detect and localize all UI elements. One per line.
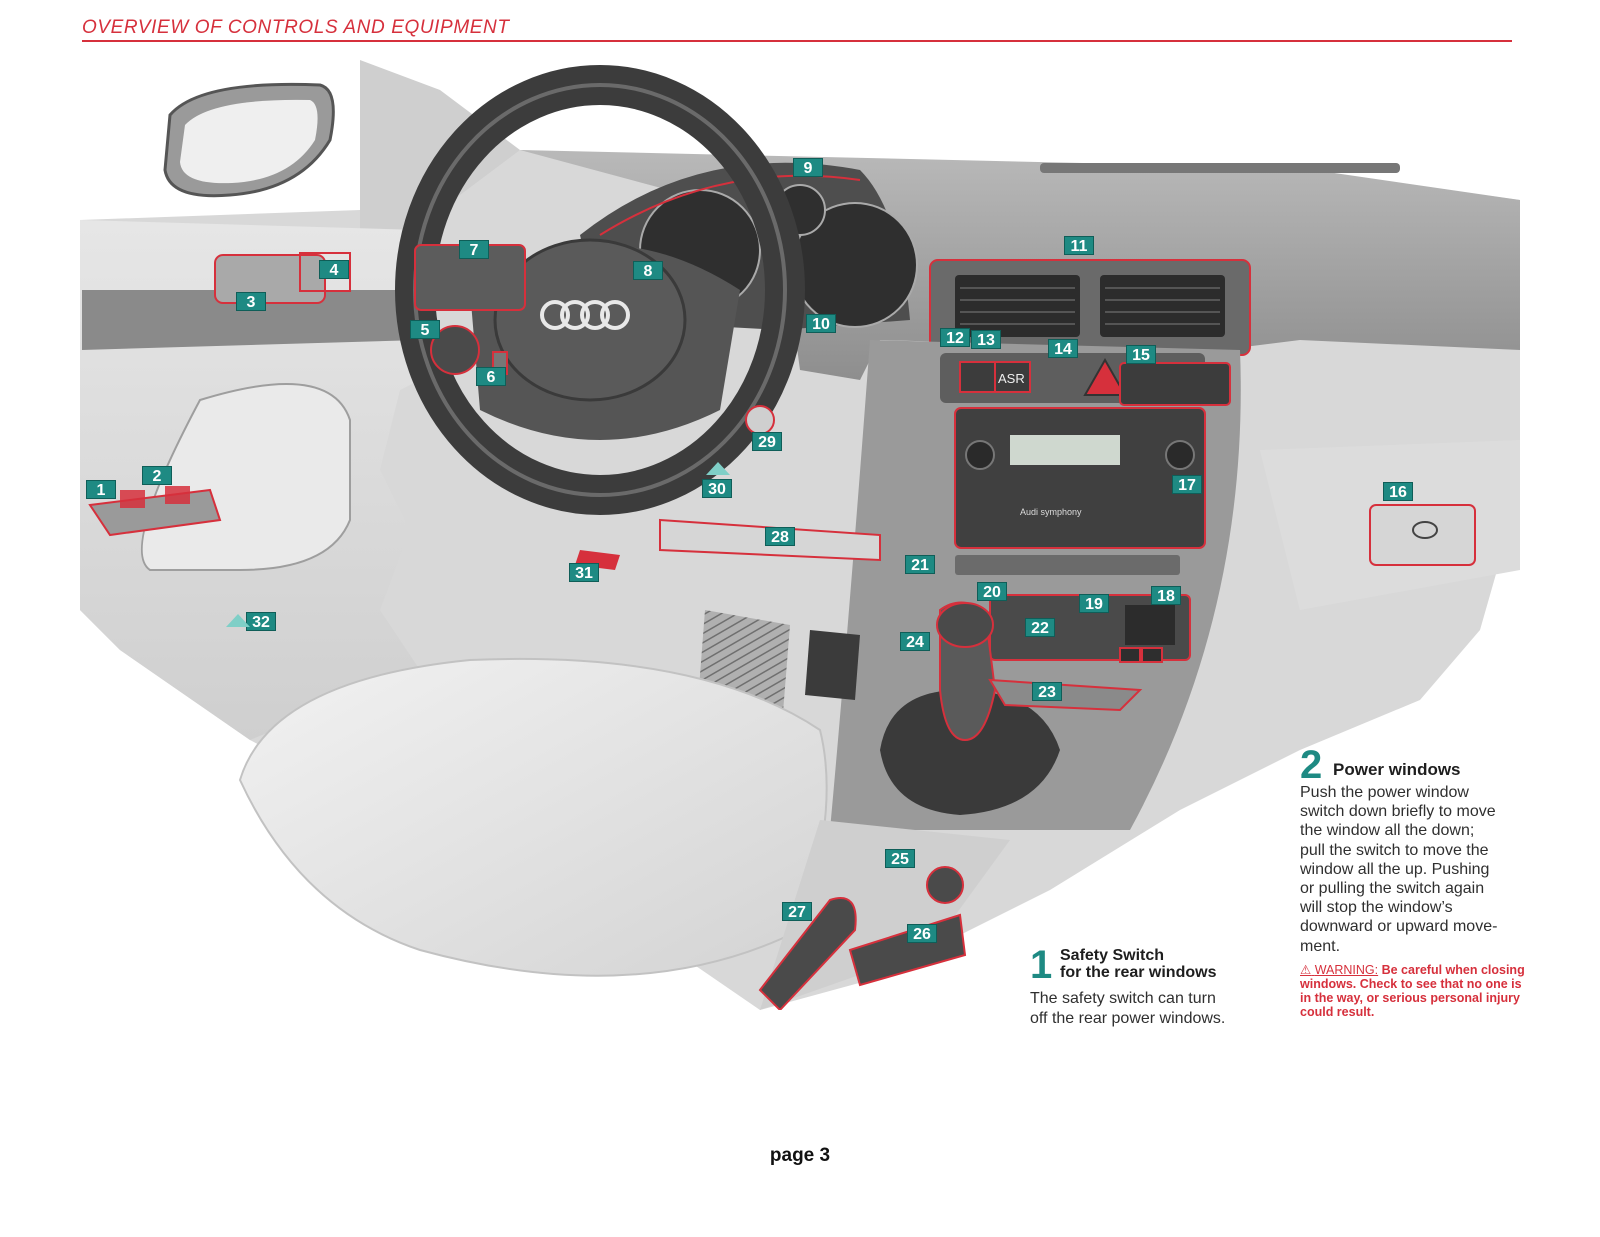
page-header: OVERVIEW OF CONTROLS AND EQUIPMENT (82, 16, 1512, 42)
callout-3: 3 (236, 292, 266, 311)
callout-6: 6 (476, 367, 506, 386)
pedal (805, 630, 860, 700)
callout-29: 29 (752, 432, 782, 451)
callout-10: 10 (806, 314, 836, 333)
callout-13: 13 (971, 330, 1001, 349)
callout-16: 16 (1383, 482, 1413, 501)
section-title: Power windows (1333, 760, 1461, 779)
callout-32: 32 (246, 612, 276, 631)
callout-26: 26 (907, 924, 937, 943)
callout-14: 14 (1048, 339, 1078, 358)
warning-label: WARNING: (1314, 963, 1379, 977)
callout-11: 11 (1064, 236, 1094, 255)
callout-8: 8 (633, 261, 663, 280)
glove-box-handle (1369, 504, 1476, 566)
radio (954, 407, 1206, 549)
callout-22: 22 (1025, 618, 1055, 637)
callout-5: 5 (410, 320, 440, 339)
page-number: page 3 (769, 1145, 831, 1166)
callout-18: 18 (1151, 586, 1181, 605)
svg-text:Audi symphony: Audi symphony (1020, 507, 1082, 517)
pointer-triangle (226, 614, 250, 627)
callout-15: 15 (1126, 345, 1156, 364)
callout-9: 9 (793, 158, 823, 177)
warning-note: ⚠ WARNING: Be careful when closing windo… (1300, 963, 1530, 1019)
callout-27: 27 (782, 902, 812, 921)
callout-2: 2 (142, 466, 172, 485)
section-body: The safety switch can turn off the rear … (1030, 990, 1226, 1027)
callout-7: 7 (459, 240, 489, 259)
section-number: 1 (1030, 943, 1053, 987)
callout-25: 25 (885, 849, 915, 868)
callout-23: 23 (1032, 682, 1062, 701)
warning-icon: ⚠ (1300, 963, 1312, 977)
callout-28: 28 (765, 527, 795, 546)
callout-12: 12 (940, 328, 970, 347)
section-body: Push the power window switch down briefl… (1300, 784, 1498, 955)
callout-21: 21 (905, 555, 935, 574)
svg-text:ASR: ASR (998, 371, 1025, 386)
door-handle (214, 254, 326, 304)
callout-17: 17 (1172, 475, 1202, 494)
callout-1: 1 (86, 480, 116, 499)
callout-20: 20 (977, 582, 1007, 601)
section-number: 2 (1300, 743, 1323, 787)
callout-24: 24 (900, 632, 930, 651)
warning-text: Be careful when closing windows. Check t… (1300, 963, 1525, 1019)
page-title: OVERVIEW OF CONTROLS AND EQUIPMENT (82, 17, 510, 38)
callout-4: 4 (319, 260, 349, 279)
callout-31: 31 (569, 563, 599, 582)
callout-30: 30 (702, 479, 732, 498)
section-title: Safety Switch for the rear windows (1060, 947, 1217, 981)
callout-19: 19 (1079, 594, 1109, 613)
pointer-triangle (706, 462, 730, 475)
